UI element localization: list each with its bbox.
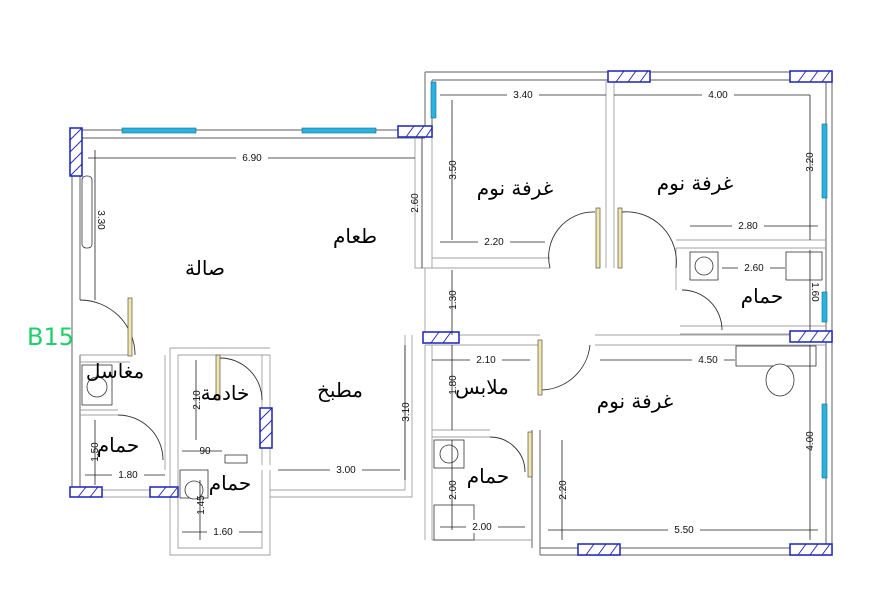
unit-label: B15 [27,323,74,351]
dim-1-45: 1.45 [196,495,207,515]
window-dressing [422,331,460,344]
dim-3-50: 3.50 [448,160,459,180]
dim-1-80-horizontal: 1.80 [118,470,138,481]
glazing-right-2 [821,291,828,323]
glazing-right-1 [821,123,828,199]
dim-4-50: 4.50 [698,355,718,366]
dim-3-30: 3.30 [95,210,106,230]
room-label-bedroom-2: غرفة نوم [657,171,733,195]
dim-2-00-horizontal: 2.00 [472,522,492,533]
dim-1-50: 1.50 [90,442,101,462]
dim-2-10-horizontal: 2.10 [476,355,496,366]
dim-3-00: 3.00 [336,465,356,476]
room-label-bedroom-1: غرفة نوم [477,176,553,200]
dim-2-60-vertical: 2.60 [410,193,421,213]
door-swing-entrance [79,299,136,356]
window-top-mid [607,70,651,83]
fixtures [81,175,823,541]
room-label-living: صالة [185,256,225,280]
dimension-labels: 6.90 3.30 2.60 3.40 3.50 4.00 3.20 2.20 … [90,88,820,538]
door-swing-bath-right [681,289,723,331]
dim-90: 90 [199,446,211,457]
glazing-left-bedroom [430,81,437,119]
shower-right-icon [785,251,823,281]
window-right-mid [789,330,833,343]
dim-2-20-top: 2.20 [484,237,504,248]
door-swing-bed1 [548,211,596,269]
dim-4-00-right: 4.00 [805,431,816,451]
counter [735,345,817,367]
tap-icon [224,454,248,464]
window-left-vertical [69,127,83,177]
glazing-top-2 [301,127,377,134]
dim-3-40: 3.40 [513,90,533,101]
door-swing-bed2 [621,211,677,269]
window-bottom-1 [577,543,621,556]
door-swing-bed3 [539,344,591,391]
window-bottom-left-2 [149,486,179,498]
dim-2-80: 2.80 [738,221,758,232]
room-label-bath-main: حمام [741,284,783,308]
dim-1-80-vertical: 1.80 [448,375,459,395]
dim-3-10: 3.10 [401,402,412,422]
dim-3-20: 3.20 [805,152,816,172]
window-bottom-2 [789,543,833,556]
glazing-right-3 [821,403,828,479]
dim-2-20-vertical: 2.20 [558,480,569,500]
room-label-dressing: ملابس [455,375,509,399]
dim-6-90: 6.90 [242,153,262,164]
room-label-bath-left: حمام [97,433,139,457]
bathtub-basin-icon [765,363,795,397]
room-label-bath-dressing: حمام [467,464,509,488]
window-maid [259,407,273,449]
dim-2-60-horizontal: 2.60 [744,263,764,274]
dim-1-60-vertical: 1.60 [809,282,820,302]
dim-1-60-horizontal: 1.60 [213,527,233,538]
room-label-maid: خادمة [201,381,250,405]
dim-1-30: 1.30 [448,290,459,310]
door-swing-bath-dressing [489,436,526,473]
windows [69,70,833,556]
glazing-top-1 [121,127,197,134]
dim-2-10-vertical: 2.10 [192,390,203,410]
room-label-bedroom-3: غرفة نوم [597,389,673,413]
room-labels: غرفة نوم غرفة نوم طعام صالة حمام مغاسل خ… [86,171,783,495]
room-label-washbasins: مغاسل [86,359,144,383]
window-top-right [789,70,833,83]
room-label-kitchen: مطبخ [317,378,363,402]
room-label-bath-maid: حمام [209,471,251,495]
sofa-icon [81,175,93,249]
room-label-dining: طعام [333,224,377,248]
dim-2-00-vertical: 2.00 [448,480,459,500]
dim-4-00-top: 4.00 [708,90,728,101]
window-bottom-left-1 [69,486,103,498]
window-corner-mid [397,125,433,138]
doors [79,207,723,478]
door-swing-bath-left [117,414,164,461]
dim-5-50: 5.50 [674,525,694,536]
door-swing-maid [219,357,263,401]
